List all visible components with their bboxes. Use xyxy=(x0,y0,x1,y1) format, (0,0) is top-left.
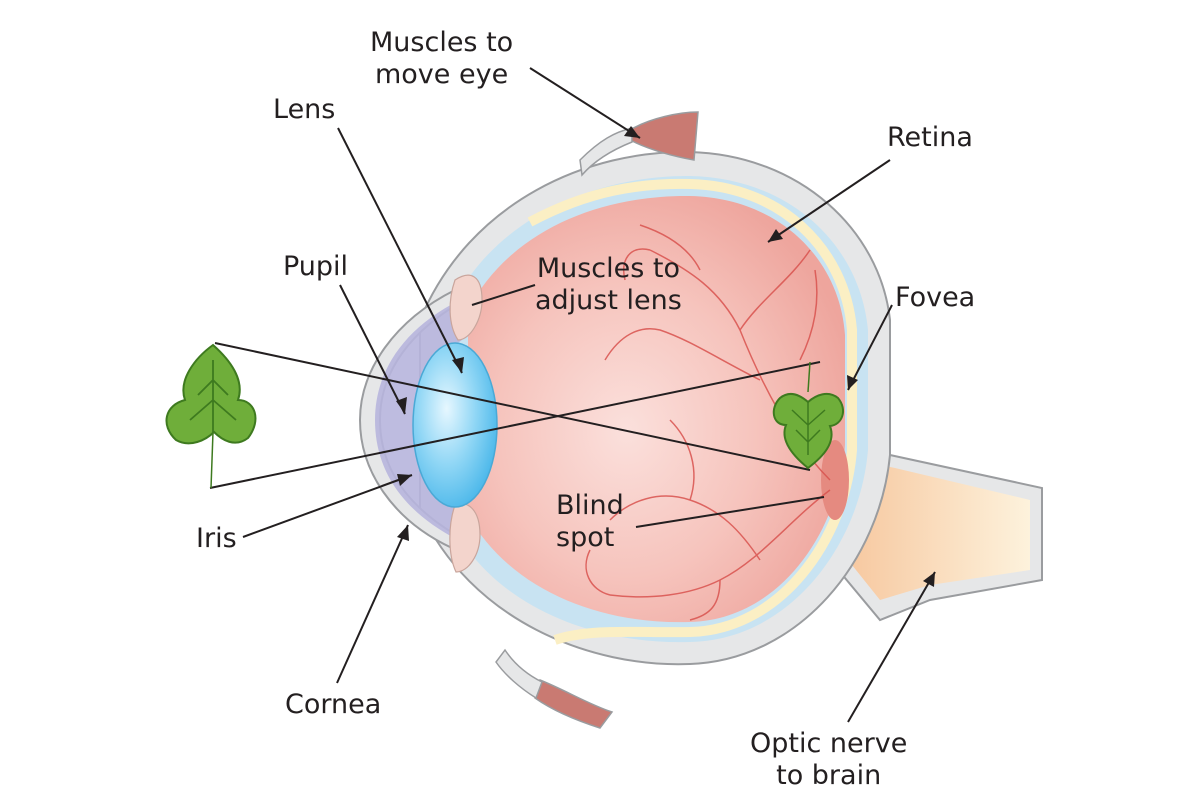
label-optic-nerve: Optic nerve to brain xyxy=(750,728,908,791)
eye-muscle-top-tendon xyxy=(579,127,633,177)
eye-muscle-top xyxy=(629,111,699,161)
vitreous-body xyxy=(468,195,845,623)
label-fovea: Fovea xyxy=(895,282,976,313)
retina-image-leaf xyxy=(772,392,845,470)
label-pupil: Pupil xyxy=(283,251,349,282)
ciliary-muscle-top xyxy=(449,274,483,341)
label-cornea: Cornea xyxy=(285,689,382,720)
eye-muscle-bottom xyxy=(534,678,614,729)
pointer-lines xyxy=(242,67,936,723)
pointer-arrowheads xyxy=(396,126,935,587)
blind-spot-area xyxy=(821,440,849,520)
lens xyxy=(412,342,498,508)
label-muscles-move-eye: Muscles to move eye xyxy=(370,27,514,90)
label-retina: Retina xyxy=(887,122,973,153)
label-muscles-adjust-lens: Muscles to adjust lens xyxy=(535,253,682,316)
label-blind-spot: Blind spot xyxy=(556,490,624,553)
label-lens: Lens xyxy=(273,94,336,125)
eye-muscle-bottom-tendon xyxy=(495,648,543,700)
ciliary-muscle-bottom xyxy=(449,503,481,573)
label-iris: Iris xyxy=(196,523,237,554)
retina-image-stem xyxy=(807,361,811,393)
retina-band xyxy=(527,178,857,645)
light-rays xyxy=(209,342,821,489)
object-leaf xyxy=(165,343,257,489)
